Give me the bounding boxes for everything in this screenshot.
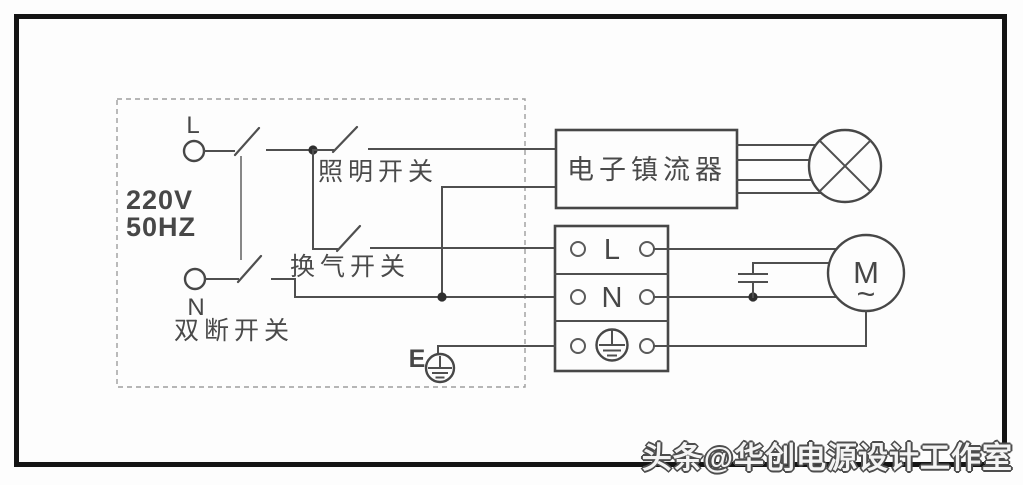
wire-neutral-run [271, 278, 556, 298]
terminal-l-left [570, 241, 586, 257]
motor-icon: M ~ [826, 233, 906, 313]
watermark-text: 头条@华创电源设计工作室 [641, 442, 1013, 475]
wire-ballast-neutral-tap [441, 186, 557, 298]
junction-dot-neutral-tap [437, 292, 447, 302]
fan-switch-label: 换气开关 [290, 253, 410, 281]
ballast-label: 电子镇流器 [567, 155, 727, 185]
lamp-icon [807, 128, 883, 204]
light-switch-label: 照明开关 [318, 158, 438, 186]
motor-letter: M [853, 255, 879, 290]
light-switch-blade [331, 125, 359, 154]
wire-motor-to-earth-row [653, 310, 867, 347]
supply-line-terminal [182, 139, 206, 163]
motor-tilde: ~ [857, 276, 876, 312]
fan-switch-blade [335, 224, 362, 253]
terminal-neutral-label: N [602, 282, 623, 314]
terminal-live-label: L [604, 234, 620, 266]
earth-lead-label: E [409, 345, 426, 373]
double-break-switch-blade-l [233, 126, 261, 157]
supply-line-label: L [186, 112, 199, 139]
switch-enclosure-dashed-box [116, 98, 526, 388]
wire-earth-to-terminal [437, 345, 556, 355]
capacitor-icon [738, 262, 830, 298]
supply-neutral-label: N [187, 294, 204, 321]
earth-lead-icon [424, 352, 456, 384]
supply-neutral-terminal [183, 267, 207, 291]
photo-frame [14, 14, 1007, 467]
supply-voltage-label: 220V [126, 185, 193, 215]
terminal-earth-right [639, 338, 655, 354]
double-break-switch-blade-n [236, 254, 263, 284]
double-break-switch-label: 双断开关 [174, 317, 294, 345]
terminal-l-right [639, 241, 655, 257]
terminal-n-left [570, 289, 586, 305]
terminal-n-right [639, 289, 655, 305]
ballast-box [554, 128, 739, 210]
earth-symbol-icon [595, 328, 629, 362]
supply-frequency-label: 50HZ [126, 212, 196, 242]
terminal-earth-left [570, 338, 586, 354]
terminal-block: L N [553, 224, 670, 373]
